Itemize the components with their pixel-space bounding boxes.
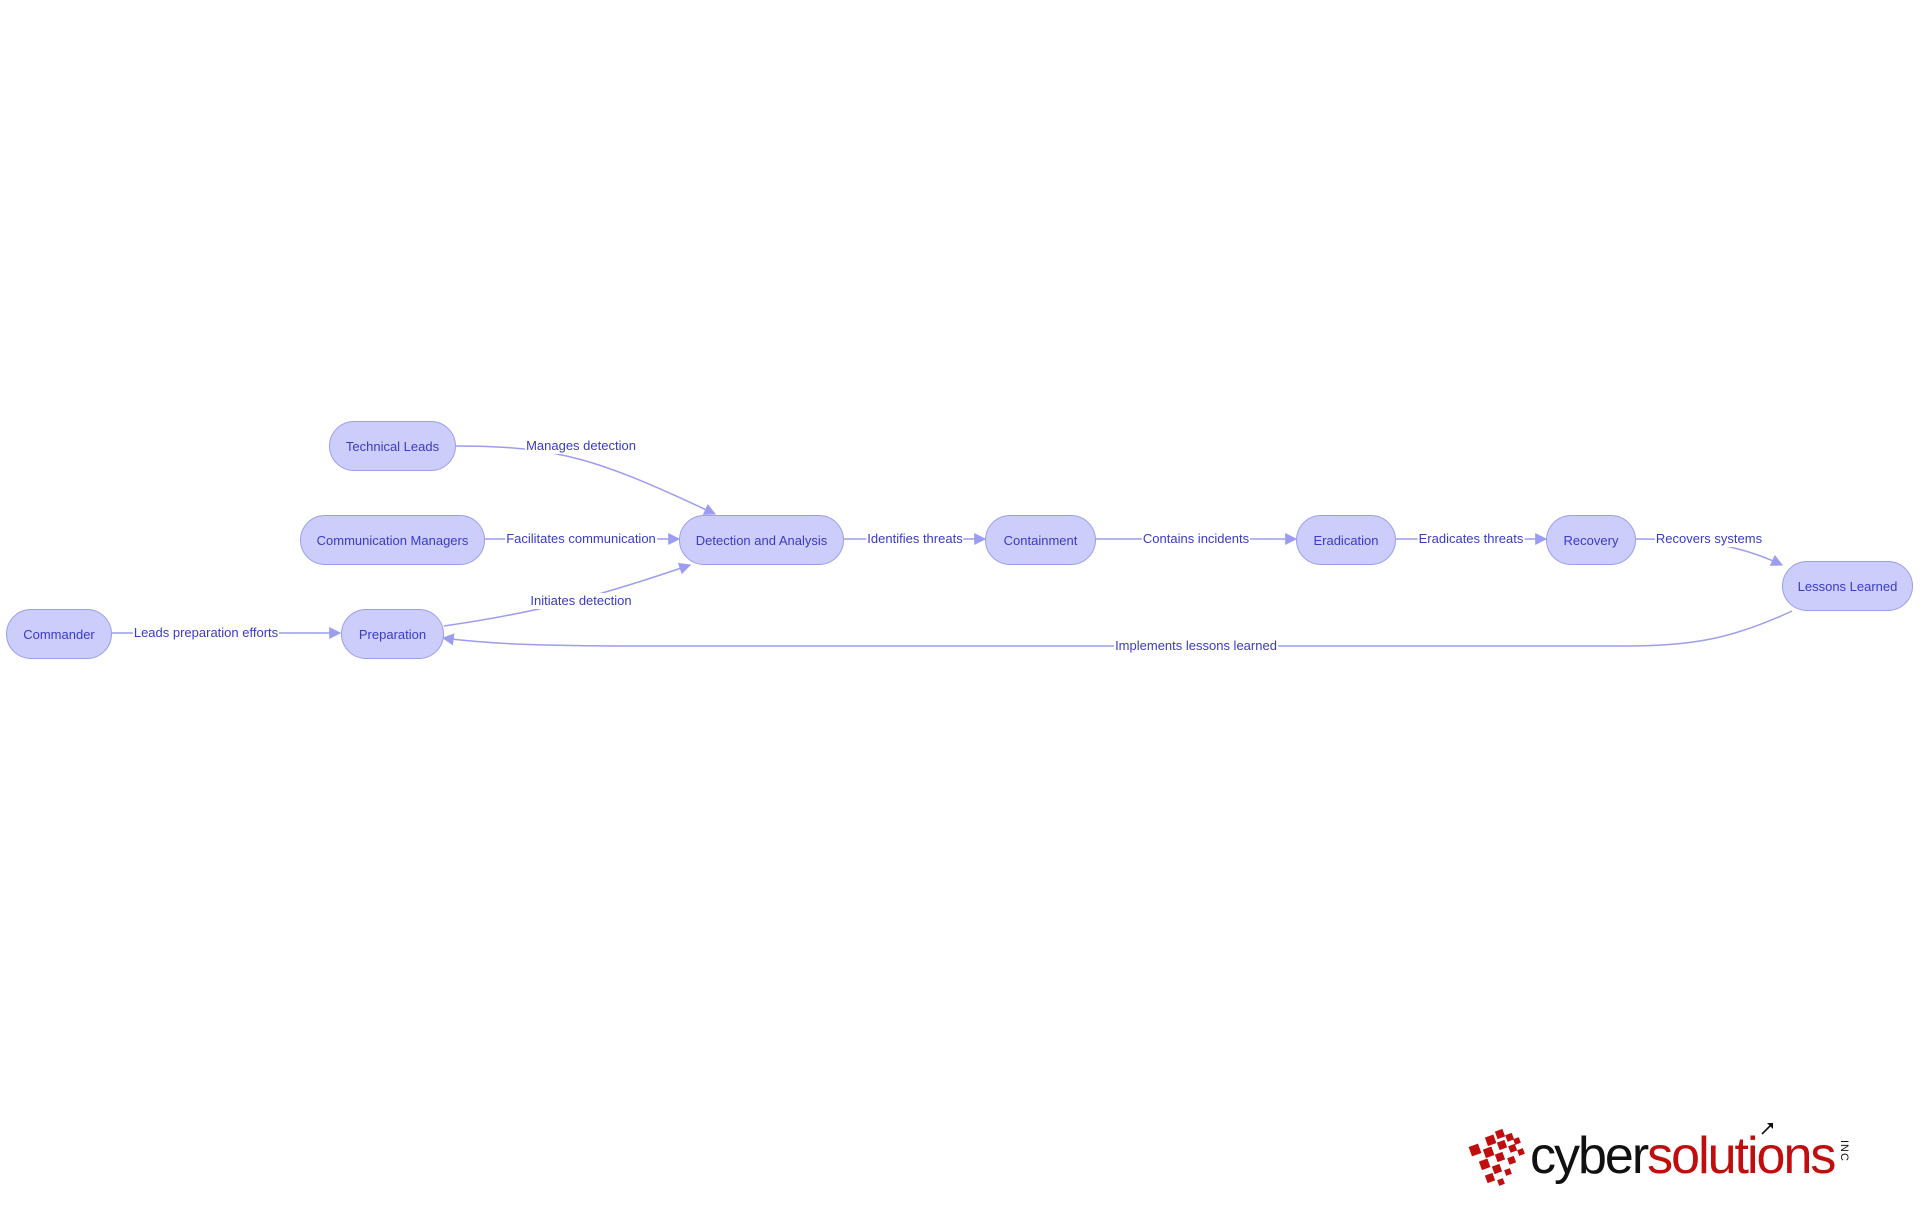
node-detection-and-analysis-label: Detection and Analysis [695,532,828,548]
edge-label-initiates-detection: Initiates detection [529,593,633,609]
edge-label-eradicates-threats: Eradicates threats [1417,531,1525,547]
node-technical-leads-label: Technical Leads [345,438,440,454]
node-commander: Commander [6,609,112,659]
node-containment: Containment [985,515,1096,565]
edge-label-manages-detection: Manages detection [525,438,637,454]
node-lessons-learned: Lessons Learned [1782,561,1913,611]
node-preparation: Preparation [341,609,444,659]
logo-inc-suffix: INC [1838,1140,1850,1162]
node-technical-leads: Technical Leads [329,421,456,471]
edge-label-recovers-systems: Recovers systems [1654,531,1764,547]
edge-label-contains-incidents: Contains incidents [1141,531,1251,547]
logo-wordmark: cybersolutions [1530,1126,1836,1186]
node-eradication-label: Eradication [1313,532,1379,548]
logo-pixel-mark-icon [1468,1128,1525,1186]
node-containment-label: Containment [1003,532,1078,548]
node-communication-managers: Communication Managers [300,515,485,565]
logo-arrow-accent-icon [1761,1123,1773,1135]
node-lessons-learned-label: Lessons Learned [1797,578,1898,594]
node-preparation-label: Preparation [358,626,427,642]
node-commander-label: Commander [23,626,95,642]
cybersolutions-logo: cybersolutions INC [1462,1120,1872,1190]
node-recovery-label: Recovery [1563,532,1619,548]
node-detection-and-analysis: Detection and Analysis [679,515,844,565]
edge-label-leads-preparation-efforts: Leads preparation efforts [132,625,280,641]
edge-label-facilitates-communication: Facilitates communication [505,531,657,547]
node-recovery: Recovery [1546,515,1636,565]
logo-word-solutions: solutions [1647,1127,1836,1185]
node-communication-managers-label: Communication Managers [316,532,469,548]
node-eradication: Eradication [1296,515,1396,565]
edge-label-implements-lessons-learned: Implements lessons learned [1114,638,1278,654]
edge-label-identifies-threats: Identifies threats [866,531,964,547]
edge-lessons-to-preparation [441,610,1793,647]
logo-word-cyber: cyber [1530,1127,1649,1185]
edge-technical-leads-to-detection [455,445,717,515]
